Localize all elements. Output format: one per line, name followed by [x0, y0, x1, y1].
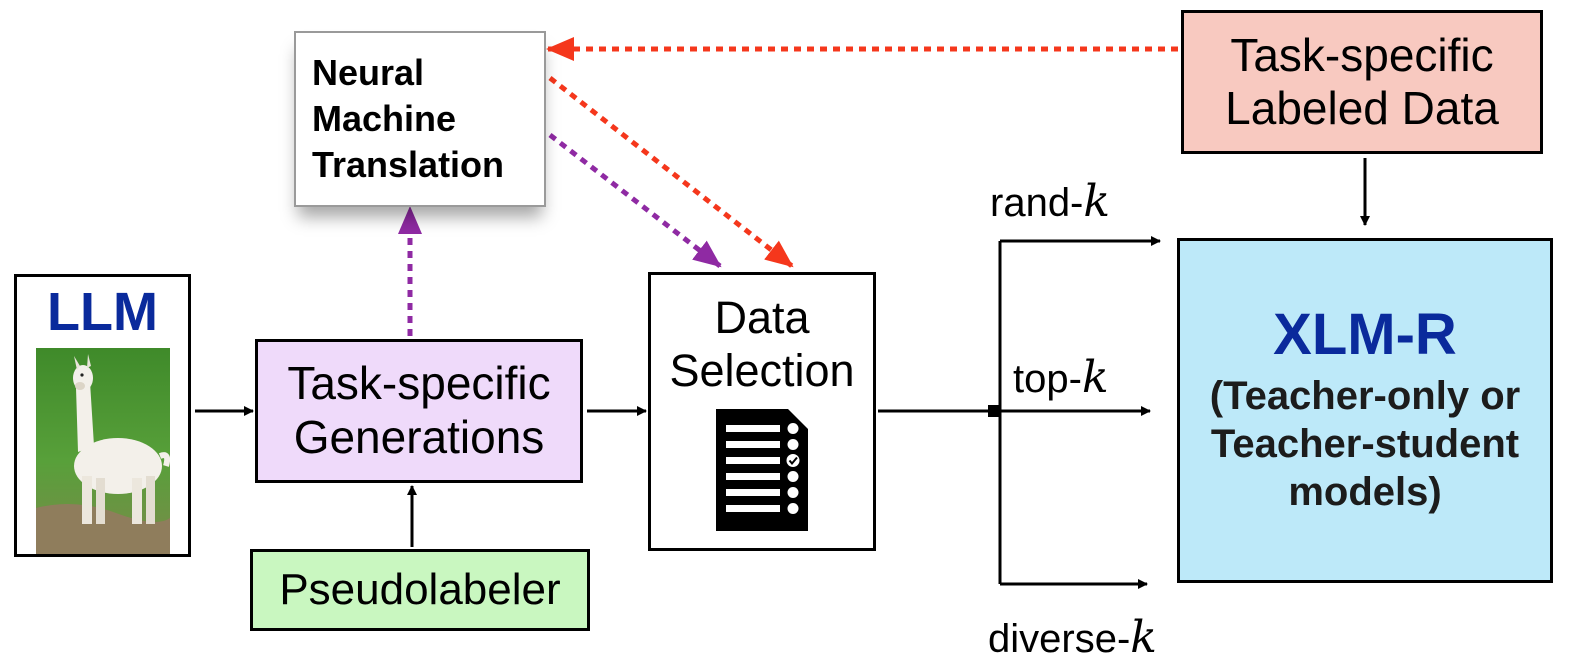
data-selection-box: Data Selection: [648, 272, 876, 551]
xlmr-title: XLM-R: [1273, 302, 1457, 368]
generations-box: Task-specific Generations: [255, 339, 583, 483]
nmt-label: Neural Machine Translation: [312, 51, 505, 186]
labeled-data-box: Task-specific Labeled Data: [1181, 10, 1543, 154]
generations-label: Task-specific Generations: [287, 357, 551, 463]
checklist-document-icon: [716, 409, 808, 532]
llm-box: LLM: [14, 274, 191, 557]
arrow-nmt-to-selection-red: [548, 76, 794, 268]
branch-junction: [988, 405, 1000, 417]
rand-k-prefix: rand-: [990, 181, 1084, 225]
llm-title: LLM: [47, 282, 158, 342]
diverse-k-label: diverse-k: [988, 616, 1157, 660]
diverse-k-variable: k: [1130, 612, 1157, 663]
rand-k-label: rand-k: [990, 180, 1110, 224]
arrow-nmt-to-selection-purple: [548, 133, 722, 268]
data-selection-label: Data Selection: [669, 292, 855, 397]
pseudolabeler-box: Pseudolabeler: [250, 549, 590, 631]
labeled-data-label: Task-specific Labeled Data: [1225, 29, 1499, 134]
top-k-prefix: top-: [1013, 357, 1082, 401]
diverse-k-prefix: diverse-: [988, 617, 1131, 661]
top-k-label: top-k: [1013, 356, 1109, 400]
pseudolabeler-label: Pseudolabeler: [279, 565, 561, 615]
rand-k-variable: k: [1083, 176, 1111, 227]
nmt-box: Neural Machine Translation: [294, 31, 546, 207]
xlmr-box: XLM-R (Teacher-only or Teacher-student m…: [1177, 238, 1553, 583]
xlmr-subtitle: (Teacher-only or Teacher-student models): [1209, 373, 1521, 514]
top-k-variable: k: [1081, 352, 1109, 403]
llama-photo: [35, 348, 170, 554]
